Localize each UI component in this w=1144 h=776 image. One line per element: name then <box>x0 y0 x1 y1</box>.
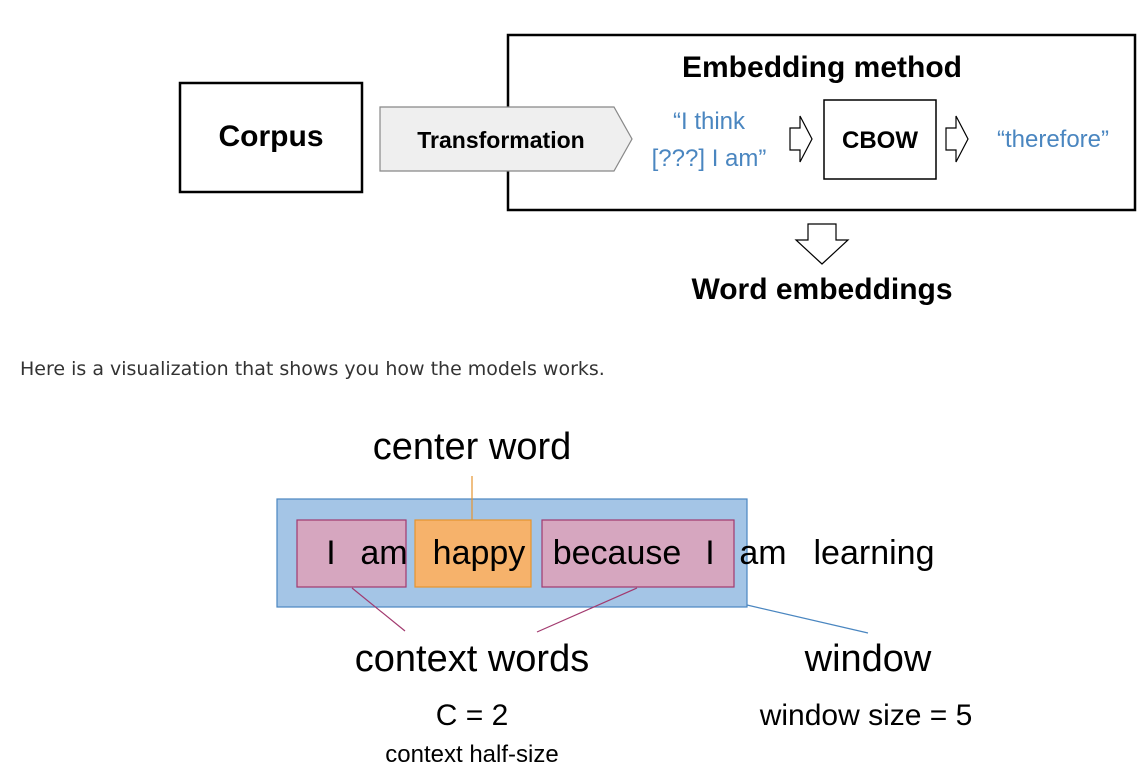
context-box-right <box>541 519 735 588</box>
sentence-token: I <box>705 534 714 572</box>
center-box <box>414 519 532 588</box>
cbow-label: CBOW <box>842 127 918 154</box>
center-word-label: center word <box>373 426 572 468</box>
window-connector <box>746 604 869 634</box>
sentence-token: because <box>553 534 682 572</box>
input-phrase-line1: “I think <box>673 108 746 135</box>
input-phrase-line2: [???] I am” <box>652 145 767 172</box>
context-connector-right <box>536 587 638 633</box>
window-size-equation: window size = 5 <box>759 699 973 732</box>
window-label: window <box>804 638 932 680</box>
context-box-left <box>296 519 407 588</box>
transformation-label: Transformation <box>417 127 584 153</box>
embedding-method-title: Embedding method <box>682 51 962 84</box>
sentence-token: am <box>739 534 786 572</box>
c-equation: C = 2 <box>436 699 509 732</box>
output-word: “therefore” <box>997 126 1109 153</box>
sentence-token: happy <box>433 534 526 572</box>
flow-arrow-icon <box>945 115 969 163</box>
transformation-arrow <box>379 106 633 172</box>
cbow-box <box>823 99 937 180</box>
word-embeddings-label: Word embeddings <box>691 273 952 306</box>
flow-arrow-icon <box>789 115 813 163</box>
sentence-token: am <box>360 534 407 572</box>
sentence-token: learning <box>814 534 935 572</box>
down-arrow-icon <box>794 223 850 265</box>
sentence-token: I <box>326 534 335 572</box>
context-words-label: context words <box>355 638 589 680</box>
c-caption: context half-size <box>385 741 558 768</box>
corpus-box <box>178 81 364 194</box>
intro-text: Here is a visualization that shows you h… <box>20 358 605 380</box>
context-connector-left <box>351 587 406 632</box>
corpus-label: Corpus <box>219 120 324 153</box>
